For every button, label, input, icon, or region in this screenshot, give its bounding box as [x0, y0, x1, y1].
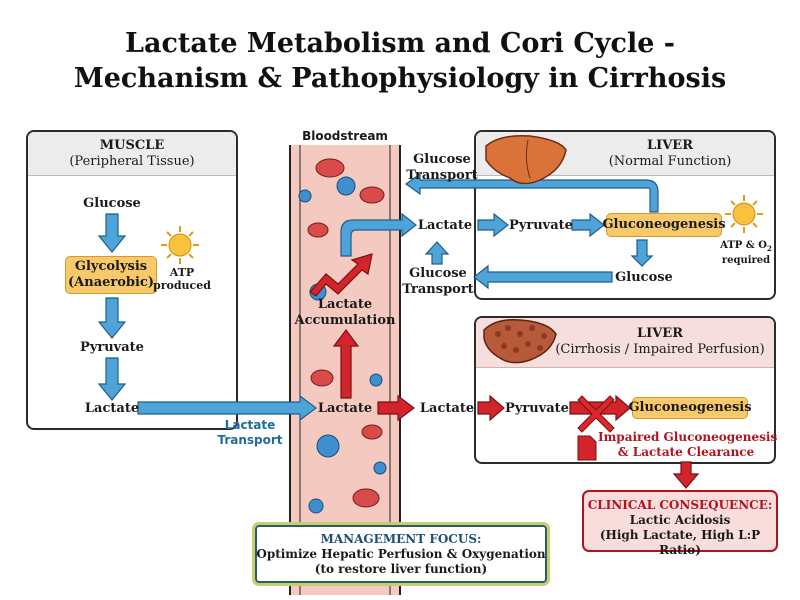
management-line-2: (to restore liver function): [314, 562, 488, 576]
lactate-entry-label: Lactate: [417, 218, 473, 233]
clinical-heading: CLINICAL CONSEQUENCE:: [587, 498, 773, 512]
lactate-to-cirrhosis-label: Lactate: [419, 401, 475, 416]
liver-cirrhosis-pyruvate: Pyruvate: [505, 401, 569, 416]
impaired-label: Impaired Gluconeogenesis & Lactate Clear…: [598, 430, 778, 460]
glycolysis-line-1: Glycolysis: [74, 259, 148, 274]
liver-normal-pyruvate: Pyruvate: [509, 218, 573, 233]
impaired-line-2: & Lactate Clearance: [617, 445, 755, 459]
healthy-liver-icon: [485, 134, 567, 185]
sun-icon-liver: [725, 195, 763, 233]
management-heading: MANAGEMENT FOCUS:: [320, 532, 482, 546]
blocked-x-icon: [577, 395, 615, 433]
gluconeo-to-glucose-arrow: [630, 239, 654, 267]
clinical-down-arrow: [672, 461, 700, 489]
lactate-accumulation-line-1: Lactate: [317, 297, 373, 312]
liver-atp-line-1: ATP & O: [720, 240, 767, 251]
lactate-transport-label: Lactate Transport: [210, 418, 290, 448]
muscle-heading: MUSCLE: [99, 138, 165, 153]
muscle-arrows: [97, 213, 127, 401]
liver-atp-line-2: required: [721, 255, 771, 266]
liver-normal-glucose: Glucose: [615, 270, 673, 285]
muscle-lactate: Lactate: [84, 401, 140, 416]
lactate-transport-line-2: Transport: [217, 433, 283, 447]
cirrhosis-lactate-to-pyruvate-arrow: [477, 394, 505, 422]
muscle-atp-line-2: produced: [153, 279, 211, 292]
muscle-panel: MUSCLE (Peripheral Tissue): [26, 130, 238, 430]
glucose-transport-top-line-2: Transport: [406, 168, 478, 183]
lactate-transport-arrow: [137, 394, 317, 422]
liver-cirrhosis-gluconeogenesis: Gluconeogenesis: [628, 397, 752, 419]
liver-atp-subscript: 2: [767, 244, 772, 253]
muscle-atp-label: ATP produced: [152, 266, 212, 292]
glucose-transport-bottom-line-2: Transport: [402, 282, 474, 297]
title-line-1: Lactate Metabolism and Cori Cycle -: [125, 28, 675, 59]
accumulation-up-arrow: [332, 329, 360, 399]
liver-cirrhosis-subheading: (Cirrhosis / Impaired Perfusion): [555, 342, 765, 357]
liver-lactate-to-pyruvate-arrow: [477, 212, 509, 238]
glucose-to-transport-arrow: [473, 264, 613, 290]
lactate-to-liver-arrow: [340, 212, 417, 257]
glucose-transport-bottom-label: Glucose Transport: [398, 266, 478, 298]
liver-normal-gluconeogenesis: Gluconeogenesis: [602, 213, 726, 237]
lactate-accumulation-label: Lactate Accumulation: [292, 297, 398, 329]
muscle-pyruvate: Pyruvate: [80, 340, 144, 355]
bloodstream-label: Bloodstream: [302, 129, 388, 143]
glucose-transport-top-arrow: [404, 172, 659, 213]
liver-cirrhosis-heading: LIVER: [636, 326, 684, 341]
liver-normal-atp-label: ATP & O2 required: [716, 240, 776, 267]
cirrhotic-liver-icon: [483, 318, 557, 364]
glucose-transport-bottom-line-1: Glucose: [409, 266, 467, 281]
lactate-to-cirrhosis-arrow: [377, 394, 415, 422]
lactate-accumulation-line-2: Accumulation: [294, 313, 396, 328]
muscle-subheading: (Peripheral Tissue): [69, 154, 195, 169]
liver-normal-subheading: (Normal Function): [608, 154, 732, 169]
sun-icon-muscle: [161, 226, 199, 264]
diagram-title: Lactate Metabolism and Cori Cycle - Mech…: [0, 26, 800, 96]
management-focus-box: MANAGEMENT FOCUS: Optimize Hepatic Perfu…: [252, 522, 550, 586]
lactate-transport-line-1: Lactate: [224, 418, 276, 432]
title-line-2: Mechanism & Pathophysiology in Cirrhosis: [73, 63, 727, 94]
impaired-line-1: Impaired Gluconeogenesis: [598, 430, 778, 444]
clinical-line-2: (High Lactate, High L:P Ratio): [599, 528, 761, 557]
glycolysis-line-2: (Anaerobic): [68, 275, 154, 290]
clinical-line-1: Lactic Acidosis: [629, 513, 731, 527]
document-icon: [577, 435, 597, 461]
liver-cirrhosis-panel: LIVER (Cirrhosis / Impaired Perfusion): [474, 316, 776, 464]
liver-normal-heading: LIVER: [646, 138, 694, 153]
glucose-transport-top-line-1: Glucose: [413, 152, 471, 167]
accumulation-zigzag-arrow: [309, 253, 373, 297]
glucose-up-arrow: [424, 241, 450, 265]
muscle-atp-line-1: ATP: [169, 266, 195, 279]
liver-pyruvate-to-gluconeo-arrow: [571, 212, 605, 238]
glucose-transport-top-label: Glucose Transport: [402, 152, 482, 184]
clinical-consequence-box: CLINICAL CONSEQUENCE: Lactic Acidosis (H…: [582, 490, 778, 557]
glycolysis-box: Glycolysis (Anaerobic): [65, 256, 157, 294]
muscle-glucose: Glucose: [83, 196, 141, 211]
blood-lactate: Lactate: [317, 401, 373, 416]
management-line-1: Optimize Hepatic Perfusion & Oxygenation: [256, 547, 546, 561]
